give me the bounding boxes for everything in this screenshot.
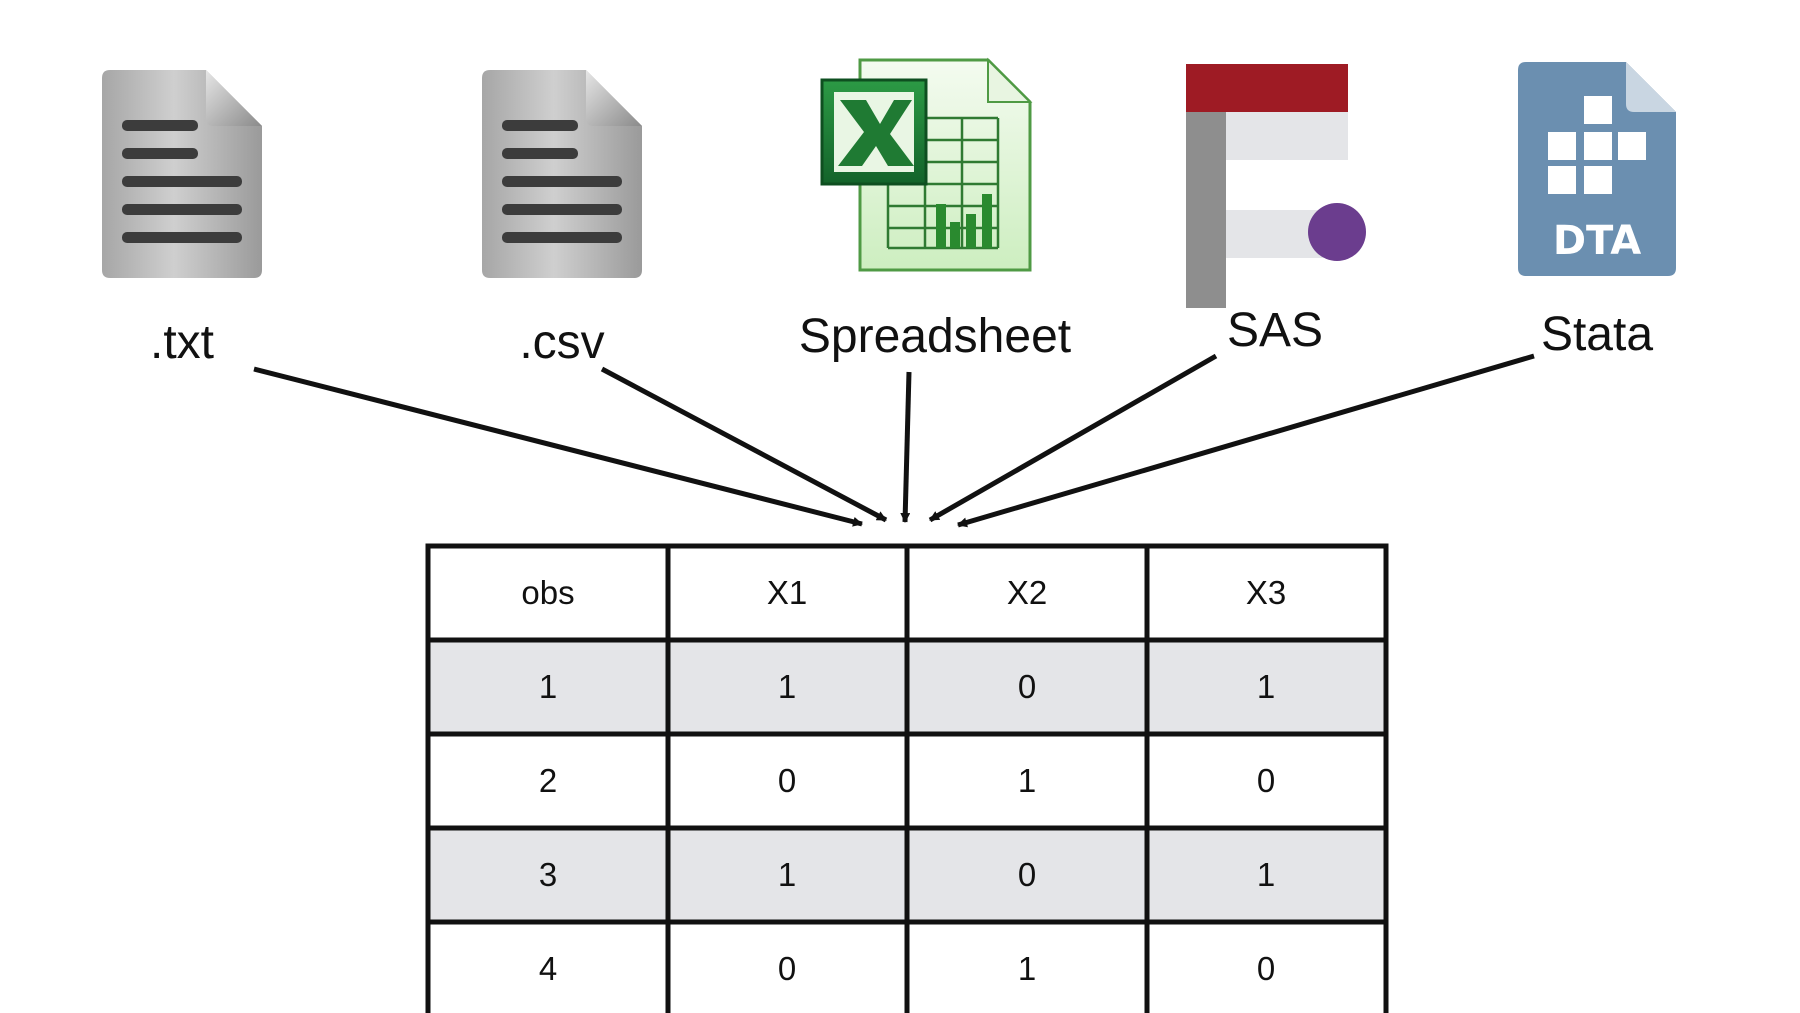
source-label-sas: SAS bbox=[1227, 304, 1323, 357]
table-row: 3 1 0 1 bbox=[539, 856, 1275, 893]
table-row: 2 0 1 0 bbox=[539, 762, 1275, 799]
text-document-icon bbox=[482, 70, 642, 278]
table-cell: 1 bbox=[1018, 950, 1036, 987]
table-cell: 1 bbox=[1018, 762, 1036, 799]
table-cell: 2 bbox=[539, 762, 557, 799]
table-cell: 1 bbox=[1257, 668, 1275, 705]
table-cell: 1 bbox=[539, 668, 557, 705]
table-cell: 1 bbox=[778, 668, 796, 705]
table-header-cell: X1 bbox=[767, 574, 807, 611]
table-cell: 1 bbox=[778, 856, 796, 893]
table-cell: 0 bbox=[1257, 950, 1275, 987]
text-document-icon bbox=[102, 70, 262, 278]
csv-source: .csv bbox=[482, 70, 642, 369]
table-cell: 0 bbox=[1257, 762, 1275, 799]
arrow-csv bbox=[600, 366, 888, 523]
import-arrows bbox=[253, 353, 1535, 528]
source-label-csv: .csv bbox=[519, 316, 604, 369]
table-cell: 4 bbox=[539, 950, 557, 987]
data-table: obs X1 X2 X3 1 1 0 1 2 0 1 0 3 1 0 1 4 bbox=[425, 543, 1389, 1013]
table-cell: 3 bbox=[539, 856, 557, 893]
stata-badge-text: DTA bbox=[1553, 218, 1641, 264]
table-cell: 0 bbox=[778, 950, 796, 987]
table-header-cell: X2 bbox=[1007, 574, 1047, 611]
table-header-cell: X3 bbox=[1246, 574, 1286, 611]
source-label-stata: Stata bbox=[1541, 308, 1653, 361]
arrow-stata bbox=[957, 353, 1535, 528]
table-row: 4 0 1 0 bbox=[539, 950, 1275, 987]
stata-dta-file-icon: DTA bbox=[1518, 62, 1676, 276]
table-header-cell: obs bbox=[521, 574, 574, 611]
table-cell: 0 bbox=[778, 762, 796, 799]
table-row: 1 1 0 1 bbox=[539, 668, 1275, 705]
spreadsheet-source: Spreadsheet bbox=[799, 57, 1071, 363]
arrow-txt bbox=[253, 366, 863, 527]
excel-spreadsheet-icon bbox=[820, 57, 1033, 272]
table-header-row: obs X1 X2 X3 bbox=[521, 574, 1286, 611]
table-cell: 0 bbox=[1018, 856, 1036, 893]
source-label-txt: .txt bbox=[150, 316, 214, 369]
txt-source: .txt bbox=[102, 70, 262, 369]
arrow-sas bbox=[928, 353, 1218, 523]
arrow-spreadsheet bbox=[900, 371, 912, 523]
sas-logo-icon bbox=[1186, 64, 1366, 308]
table-cell: 0 bbox=[1018, 668, 1036, 705]
source-label-spreadsheet: Spreadsheet bbox=[799, 310, 1071, 363]
sas-source: SAS bbox=[1186, 64, 1366, 357]
stata-source: DTA Stata bbox=[1518, 62, 1676, 361]
table-cell: 1 bbox=[1257, 856, 1275, 893]
